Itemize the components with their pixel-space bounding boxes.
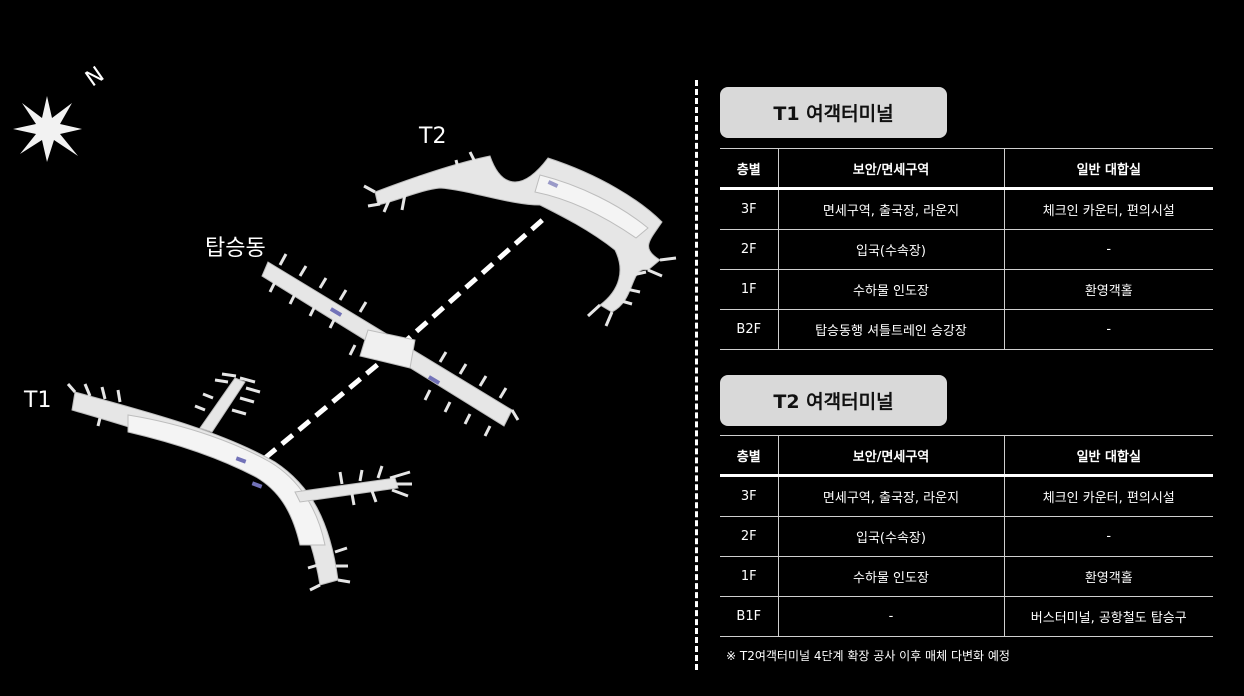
floor-cell: 1F [720,556,778,597]
concourse-label: 탑승동 [205,236,266,261]
table-row: 3F 면세구역, 출국장, 라운지 체크인 카운터, 편의시설 [720,188,1213,230]
dashed-divider [695,80,698,670]
secure-area-cell: - [777,596,1004,637]
t2-floor-table: 층별 보안/면세구역 일반 대합실 3F 면세구역, 출국장, 라운지 체크인 … [720,435,1213,637]
table-row: 2F 입국(수속장) - [720,229,1213,270]
column-header-floor: 층별 [720,435,778,477]
shuttle-line [263,213,550,460]
floor-cell: 3F [720,475,778,517]
table-row: 2F 입국(수속장) - [720,516,1213,557]
t2-section-title: T2 여객터미널 [720,375,947,426]
general-hall-cell: - [1003,229,1213,270]
column-header-secure-area: 보안/면세구역 [777,435,1004,477]
north-label: N [81,62,109,92]
secure-area-cell: 입국(수속장) [777,229,1004,270]
airport-map-graphic: N [13,62,677,592]
secure-area-cell: 면세구역, 출국장, 라운지 [777,188,1004,230]
airport-map: N [13,62,677,592]
table-header-row: 층별 보안/면세구역 일반 대합실 [720,435,1213,477]
t1-label: T1 [24,388,52,413]
floor-cell: B2F [720,309,778,350]
table-header-row: 층별 보안/면세구역 일반 대합실 [720,148,1213,190]
general-hall-cell: 환영객홀 [1003,269,1213,310]
t1-section-title: T1 여객터미널 [720,87,947,138]
terminal-2-building [363,151,677,327]
compass-icon [13,96,82,162]
general-hall-cell: 체크인 카운터, 편의시설 [1003,188,1213,230]
general-hall-cell: 체크인 카운터, 편의시설 [1003,475,1213,517]
table-row: 1F 수하물 인도장 환영객홀 [720,269,1213,310]
general-hall-cell: 버스터미널, 공항철도 탑승구 [1003,596,1213,637]
floor-cell: 2F [720,229,778,270]
secure-area-cell: 수하물 인도장 [777,556,1004,597]
table-row: B2F 탑승동행 셔틀트레인 승강장 - [720,309,1213,350]
floor-cell: B1F [720,596,778,637]
general-hall-cell: 환영객홀 [1003,556,1213,597]
secure-area-cell: 입국(수속장) [777,516,1004,557]
concourse-building [261,253,520,437]
column-header-general-hall: 일반 대합실 [1003,148,1213,190]
footnote: ※ T2여객터미널 4단계 확장 공사 이후 매체 다변화 예정 [726,649,1010,663]
floor-cell: 2F [720,516,778,557]
t2-label: T2 [419,124,447,149]
column-header-general-hall: 일반 대합실 [1003,435,1213,477]
table-row: B1F - 버스터미널, 공항철도 탑승구 [720,596,1213,637]
general-hall-cell: - [1003,516,1213,557]
t1-floor-table: 층별 보안/면세구역 일반 대합실 3F 면세구역, 출국장, 라운지 체크인 … [720,148,1213,350]
secure-area-cell: 면세구역, 출국장, 라운지 [777,475,1004,517]
terminal-1-building [66,372,412,592]
general-hall-cell: - [1003,309,1213,350]
table-row: 1F 수하물 인도장 환영객홀 [720,556,1213,597]
secure-area-cell: 수하물 인도장 [777,269,1004,310]
floor-cell: 1F [720,269,778,310]
secure-area-cell: 탑승동행 셔틀트레인 승강장 [777,309,1004,350]
column-header-floor: 층별 [720,148,778,190]
floor-cell: 3F [720,188,778,230]
table-row: 3F 면세구역, 출국장, 라운지 체크인 카운터, 편의시설 [720,475,1213,517]
column-header-secure-area: 보안/면세구역 [777,148,1004,190]
